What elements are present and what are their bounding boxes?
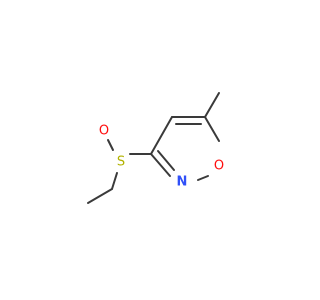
bond-c5-ring-oxygen: [204, 116, 220, 142]
bond-group: [87, 92, 220, 204]
bond-sulfur-oxygen: [107, 139, 114, 151]
bond-c3-nitrogen-a: [150, 153, 171, 177]
molecule-structure: O S N O: [87, 92, 224, 204]
bond-c3-nitrogen-b: [157, 150, 175, 171]
structure-canvas: O S N O: [87, 92, 225, 204]
bond-c5-methyl: [204, 92, 220, 118]
bond-ch2-sulfur: [111, 172, 118, 190]
bond-ethyl-ch3-ch2: [87, 188, 113, 204]
atom-oxygen-ring: O: [214, 159, 224, 174]
bond-ring-oxygen-nitrogen: [197, 175, 209, 181]
atom-sulfur: S: [117, 155, 125, 170]
atom-oxygen-sulfoxide: O: [99, 124, 109, 139]
atom-nitrogen: N: [177, 175, 188, 190]
bond-c3-c4: [150, 116, 173, 155]
